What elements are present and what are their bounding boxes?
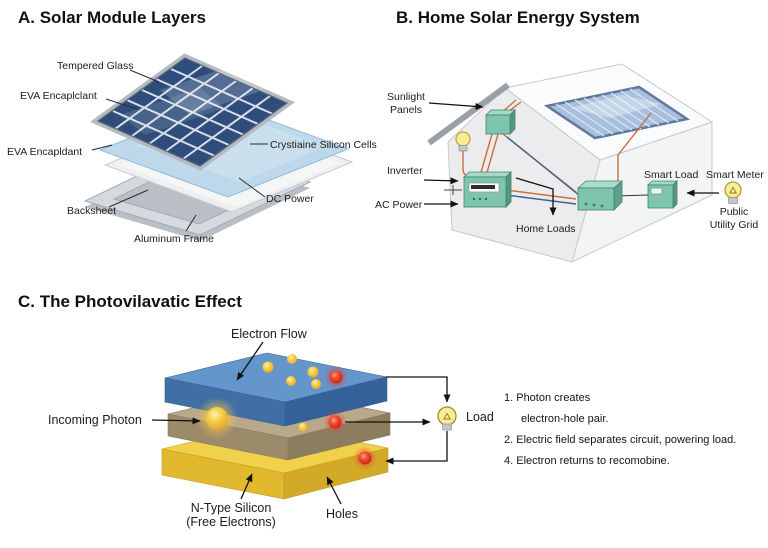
incoming-photon-ball <box>206 407 228 429</box>
panel-b-arrows <box>423 102 719 216</box>
label-aluminum-frame: Aluminum Frame <box>134 233 214 245</box>
smart-load-box <box>647 180 678 209</box>
photovoltaic-effect-diagram <box>151 341 457 505</box>
panel-a-title: A. Solar Module Layers <box>18 8 206 27</box>
blue-wiring <box>505 136 581 205</box>
label-holes: Holes <box>326 507 358 521</box>
label-home-loads: Home Loads <box>516 223 576 235</box>
label-public-utility-grid: Public Utility Grid <box>709 206 759 231</box>
electron-ball <box>286 376 296 386</box>
label-dc-power: DC Power <box>266 193 314 205</box>
hole-ball <box>328 415 342 429</box>
label-electron-flow: Electron Flow <box>231 327 307 341</box>
electron-ball <box>298 422 308 432</box>
step-line-2: 2. Electric field separates circuit, pow… <box>504 434 737 446</box>
roof-solar-array <box>543 85 691 140</box>
cell-grid-lines <box>112 65 274 160</box>
load-bulb-icon <box>437 406 457 431</box>
electron-ball <box>311 379 321 389</box>
distribution-box <box>576 180 624 211</box>
load-circuit <box>345 376 451 465</box>
electron-ball <box>287 354 297 364</box>
label-silicon-cells: Crystiaine Silicon Cells <box>270 139 377 151</box>
electron-ball <box>307 366 319 378</box>
panel-c-label-arrows <box>151 341 342 505</box>
electron-ball <box>262 361 274 373</box>
label-sunlight-panels: Sunlight Panels <box>387 91 425 116</box>
ac-connection-tick <box>444 185 462 195</box>
hole-ball <box>329 370 343 384</box>
panel-c-title: C. The Photovilavatic Effect <box>18 292 242 311</box>
step-line-1: 1. Photon creates <box>504 392 591 404</box>
indoor-bulb-icon <box>455 131 471 152</box>
label-smart-meter: Smart Meter <box>706 169 764 181</box>
label-ac-power: AC Power <box>375 199 423 211</box>
roof-edge <box>427 82 510 146</box>
label-eva-bottom: EVA Encapldant <box>7 146 83 158</box>
photovoltaic-steps-list: 1. Photon creates electron-hole pair. 2.… <box>504 388 736 472</box>
solar-module-exploded-diagram <box>83 53 354 241</box>
step-line-1b: electron-hole pair. <box>521 413 609 425</box>
label-incoming-photon: Incoming Photon <box>48 413 142 427</box>
label-smart-load: Smart Load <box>644 169 699 181</box>
tempered-glass-cell-panel <box>90 53 295 171</box>
electrons-and-holes <box>196 354 377 470</box>
array-stripes <box>555 88 679 137</box>
smart-meter-bulb-icon <box>724 181 742 204</box>
panel-b-title: B. Home Solar Energy System <box>396 8 640 27</box>
junction-box <box>485 109 516 135</box>
hole-ball <box>358 451 372 465</box>
label-inverter: Inverter <box>387 165 423 177</box>
step-line-3: 4. Electron returns to recomobine. <box>504 455 670 467</box>
label-backsheet: Backsheet <box>67 205 117 217</box>
panel-a-leader-lines <box>91 69 268 232</box>
label-tempered-glass: Tempered Glass <box>57 60 134 72</box>
label-n-type-silicon: N-Type Silicon (Free Electrons) <box>186 501 276 529</box>
inverter-box <box>463 171 512 208</box>
label-load: Load <box>466 410 494 424</box>
home-solar-system-diagram <box>423 63 742 263</box>
label-eva-top: EVA Encaplclant <box>20 90 97 102</box>
